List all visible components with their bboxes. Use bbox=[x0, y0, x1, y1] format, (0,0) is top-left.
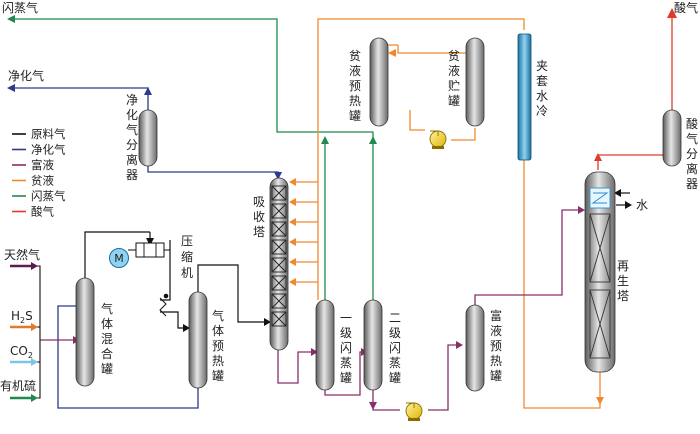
compressor-label-line2: 缩 bbox=[181, 249, 193, 264]
regenerator-column bbox=[584, 171, 616, 373]
lean-in-2 bbox=[289, 198, 296, 206]
legend-label: 富液 bbox=[31, 158, 54, 172]
lean-in-5 bbox=[289, 258, 296, 266]
rich-to-regen-arrow bbox=[578, 206, 585, 214]
legend-label: 原料气 bbox=[31, 127, 66, 141]
lean-preheater-label: 贫液预热罐 bbox=[349, 48, 361, 123]
flash-gas-lines bbox=[14, 18, 374, 300]
jacket-cooler-label: 夹套水冷 bbox=[536, 59, 548, 118]
lean-to-preheater-arrow bbox=[388, 49, 396, 57]
lean-liquid-preheater bbox=[369, 37, 389, 127]
rich-preheater-label: 富液预热罐 bbox=[490, 308, 502, 383]
acid-separator-label: 酸气分离器 bbox=[686, 116, 698, 191]
lean-in-3 bbox=[289, 218, 296, 226]
purified-gas-separator bbox=[138, 109, 158, 167]
pump-icon bbox=[429, 130, 447, 149]
co2-label: CO2 bbox=[10, 344, 33, 360]
absorber-column bbox=[269, 177, 289, 351]
jacket-water-cooler bbox=[517, 33, 532, 161]
raw-gas-to-compressor-arrow bbox=[146, 238, 154, 246]
water-in-arrow bbox=[614, 189, 621, 197]
vertical-labels: 净化气分离器 贫液预热罐 贫液贮罐 夹套水冷 酸气分离器 吸收塔 气体混合罐 气… bbox=[101, 48, 698, 385]
legend-label: 净化气 bbox=[31, 143, 66, 157]
regenerator-label: 再生塔 bbox=[617, 259, 629, 303]
rich-down-arrow bbox=[369, 402, 377, 410]
acid-gas-separator bbox=[662, 109, 682, 167]
rich-to-preheater-arrow bbox=[456, 341, 463, 349]
feed-input-lines bbox=[10, 264, 32, 400]
flash2-label: 二级闪蒸罐 bbox=[389, 311, 401, 385]
gas-preheater-label: 气体预热罐 bbox=[212, 308, 224, 383]
acid-to-separator-arrow bbox=[594, 153, 602, 161]
flash-gas-out-label: 闪蒸气 bbox=[2, 0, 38, 15]
raw-gas-to-absorber-arrow bbox=[264, 318, 271, 326]
motor-icon: M bbox=[109, 248, 129, 268]
raw-gas-to-preheater-arrow bbox=[183, 324, 190, 332]
natural-gas-arrow bbox=[31, 262, 38, 270]
flash1-label: 一级闪蒸罐 bbox=[340, 311, 352, 385]
lean-in-1 bbox=[289, 178, 296, 186]
lean-liquid-storage bbox=[465, 37, 485, 127]
flash2-gas-arrow bbox=[369, 136, 377, 144]
rich-to-flash1-arrow bbox=[311, 348, 318, 356]
lean-to-regen-arrow bbox=[596, 397, 604, 405]
rich-preheater-vessel bbox=[465, 304, 485, 392]
water-out-arrow bbox=[625, 201, 632, 209]
pump-icon bbox=[405, 402, 423, 421]
acid-gas-lines bbox=[597, 18, 673, 170]
co2-arrow bbox=[31, 358, 38, 366]
flash1-vessel bbox=[315, 299, 335, 391]
gas-mixer-vessel bbox=[75, 277, 95, 387]
h2s-label: H2S bbox=[11, 309, 33, 325]
purified-separator-label: 净化气分离器 bbox=[126, 93, 138, 182]
organic-sulfur-arrow bbox=[31, 394, 38, 402]
purified-gas-out-label: 净化气 bbox=[8, 68, 44, 83]
water-label: 水 bbox=[636, 198, 648, 212]
legend-label: 闪蒸气 bbox=[31, 189, 66, 203]
lean-storage-label: 贫液贮罐 bbox=[448, 48, 460, 108]
flash-gas-out-arrow bbox=[7, 15, 15, 23]
h2s-arrow bbox=[31, 323, 38, 331]
gas-mixer-label: 气体混合罐 bbox=[101, 301, 113, 376]
lean-liquid-lines bbox=[291, 18, 601, 409]
purified-up-arrow bbox=[144, 87, 152, 95]
legend-label: 贫液 bbox=[31, 174, 54, 188]
absorber-label: 吸收塔 bbox=[253, 195, 265, 239]
relief-valve-icon bbox=[159, 293, 169, 317]
compressor-label-line3: 机 bbox=[181, 266, 193, 280]
flash2-vessel bbox=[363, 299, 383, 391]
organic-sulfur-label: 有机硫 bbox=[0, 378, 36, 393]
flash1-gas-arrow bbox=[321, 136, 329, 144]
absorber-top-arrow bbox=[274, 172, 282, 180]
compressor-unit bbox=[128, 242, 170, 258]
acid-gas-out-label: 酸气 bbox=[674, 0, 698, 15]
acid-gas-out-arrow bbox=[667, 8, 677, 18]
lean-in-4 bbox=[289, 238, 296, 246]
legend-label: 酸气 bbox=[31, 205, 54, 219]
gas-preheater-vessel bbox=[188, 291, 208, 389]
natural-gas-label: 天然气 bbox=[4, 247, 40, 262]
lean-in-6 bbox=[289, 278, 296, 286]
motor-label: M bbox=[114, 252, 124, 265]
compressor-label-line1: 压 bbox=[181, 234, 193, 248]
purified-gas-out-arrow bbox=[7, 84, 15, 92]
